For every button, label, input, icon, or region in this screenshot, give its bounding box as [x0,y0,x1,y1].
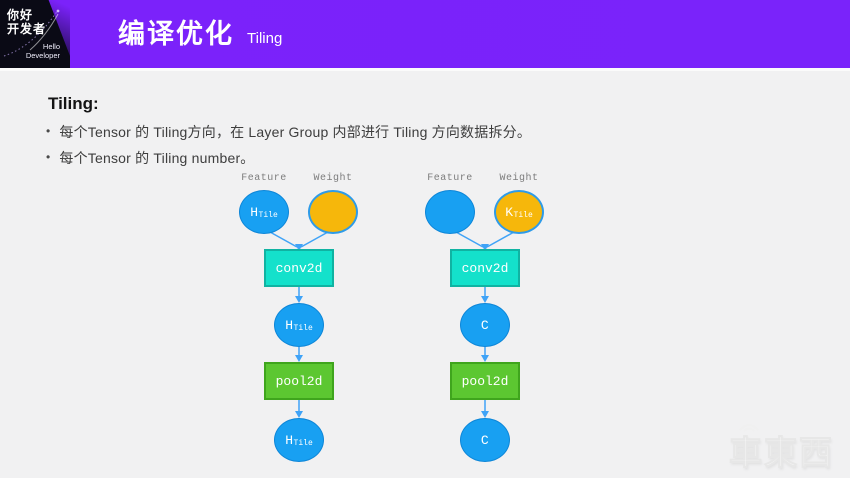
logo-line2: 开发者 [7,22,47,36]
node-conv2d: conv2d [264,249,334,287]
logo-chinese-text: 你好 开发者 [7,8,46,36]
section-heading: Tiling: [48,94,99,113]
weight-label: Weight [313,173,353,184]
weight-label: Weight [499,173,539,184]
node-feature [425,190,475,234]
wifi-arcs-icon [739,424,759,432]
connector-lines [269,231,329,418]
logo-en2: Developer [25,51,60,60]
node-conv2d: conv2d [450,249,520,287]
header-titles: 编译优化 Tiling [118,0,282,68]
node-pool2d: pool2d [264,362,334,400]
logo-arc-decoration-icon [3,9,60,57]
bullet-dot: • [46,124,51,138]
watermark-chedongxi: 車東西 [729,434,834,472]
logo-line1: 你好 [7,8,34,22]
feature-label: Feature [427,173,473,184]
node-bottom-c: C [460,418,510,462]
page-subtitle: Tiling [247,30,283,47]
bullet-item: • 每个Tensor 的 Tiling number。 [46,148,255,168]
header-bar: 你好 开发者 Hello Developer 编译优化 Tiling [0,0,850,71]
bullet-dot: • [46,150,51,164]
hello-developer-logo: 你好 开发者 Hello Developer [0,0,70,68]
node-mid-c: C [460,303,510,347]
bullet-item: • 每个Tensor 的 Tiling方向，在 Layer Group 内部进行… [46,122,531,142]
node-weight [308,190,358,234]
node-pool2d: pool2d [450,362,520,400]
connector-lines [455,231,515,418]
logo-english-text: Hello Developer [26,42,60,60]
feature-label: Feature [241,173,287,184]
page-title: 编译优化 [118,19,234,49]
bullet-text: 每个Tensor 的 Tiling number。 [59,150,255,166]
bullet-text: 每个Tensor 的 Tiling方向，在 Layer Group 内部进行 T… [59,124,532,140]
logo-en1: Hello [42,42,60,51]
